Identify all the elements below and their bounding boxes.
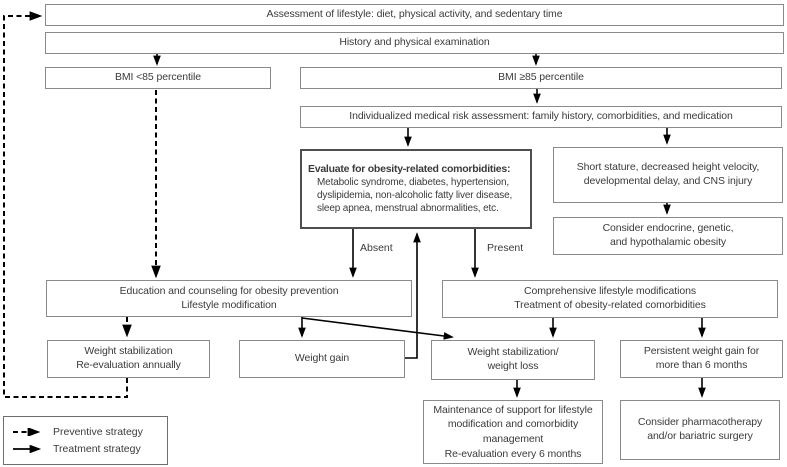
node-weight-stabilization-annual: Weight stabilization Re-evaluation annua… bbox=[47, 340, 210, 378]
node-text: Persistent weight gain for bbox=[643, 345, 760, 358]
node-text: BMI <85 percentile bbox=[114, 71, 202, 84]
node-pharmacotherapy-bariatric: Consider pharmacotherapy and/or bariatri… bbox=[620, 400, 780, 460]
node-weight-gain: Weight gain bbox=[239, 340, 405, 378]
node-individualized-risk-assessment: Individualized medical risk assessment: … bbox=[300, 106, 782, 128]
node-text: Consider endocrine, genetic, bbox=[602, 222, 734, 235]
arrow-education-to-weight-stab-loss bbox=[301, 317, 454, 340]
node-text: History and physical examination bbox=[339, 36, 490, 49]
node-history-physical-exam: History and physical examination bbox=[45, 32, 784, 54]
node-text: Re-evaluation annually bbox=[76, 359, 181, 371]
legend: Preventive strategy Treatment strategy bbox=[3, 416, 168, 465]
node-text: Weight stabilization/ bbox=[467, 346, 559, 359]
node-text: Consider pharmacotherapy bbox=[637, 416, 763, 429]
node-text: Re-evaluation every 6 months bbox=[444, 447, 582, 460]
node-weight-stabilization-loss: Weight stabilization/ weight loss bbox=[431, 340, 595, 380]
solid-arrow-icon bbox=[13, 445, 42, 454]
node-short-stature-cns-injury: Short stature, decreased height velocity… bbox=[553, 147, 783, 203]
node-text: more than 6 months bbox=[655, 359, 748, 371]
node-text: Treatment of obesity-related comorbiditi… bbox=[514, 299, 706, 311]
node-text: Maintenance of support for lifestyle bbox=[433, 403, 593, 416]
node-text: BMI ≥85 percentile bbox=[498, 71, 584, 84]
node-text: sleep apnea, menstrual abnormalities, et… bbox=[317, 203, 499, 215]
node-text: developmental delay, and CNS injury bbox=[583, 175, 753, 187]
node-comprehensive-lifestyle-modifications: Comprehensive lifestyle modifications Tr… bbox=[442, 280, 778, 318]
node-text: Individualized medical risk assessment: … bbox=[349, 110, 733, 123]
node-maintenance-of-support: Maintenance of support for lifestyle mod… bbox=[423, 400, 603, 464]
node-bmi-below-85: BMI <85 percentile bbox=[45, 67, 271, 89]
node-text: Weight stabilization bbox=[84, 345, 173, 358]
legend-item-treatment: Treatment strategy bbox=[12, 443, 159, 455]
node-persistent-weight-gain: Persistent weight gain for more than 6 m… bbox=[620, 340, 783, 378]
legend-label: Treatment strategy bbox=[53, 443, 141, 456]
legend-item-preventive: Preventive strategy bbox=[12, 426, 159, 438]
node-text: Weight gain bbox=[294, 352, 350, 365]
node-text: and/or bariatric surgery bbox=[647, 430, 753, 442]
edge-label-absent: Absent bbox=[358, 242, 395, 254]
node-text: dyslipidemia, non-alcoholic fatty liver … bbox=[317, 190, 513, 202]
node-text: Metabolic syndrome, diabetes, hypertensi… bbox=[317, 177, 509, 189]
node-text: Short stature, decreased height velocity… bbox=[576, 161, 760, 174]
node-text: Comprehensive lifestyle modifications bbox=[524, 285, 696, 298]
node-education-counseling: Education and counseling for obesity pre… bbox=[46, 280, 412, 317]
node-evaluate-comorbidities: Evaluate for obesity-related comorbiditi… bbox=[300, 149, 532, 229]
edge-label-present: Present bbox=[485, 242, 526, 254]
node-consider-endocrine-obesity: Consider endocrine, genetic, and hypotha… bbox=[553, 217, 783, 255]
node-text: modification and comorbidity bbox=[447, 418, 579, 431]
dashed-arrow-icon bbox=[13, 427, 41, 436]
node-bmi-85-or-above: BMI ≥85 percentile bbox=[300, 67, 782, 89]
node-text: Education and counseling for obesity pre… bbox=[119, 284, 339, 297]
node-heading: Evaluate for obesity-related comorbiditi… bbox=[308, 162, 511, 175]
legend-label: Preventive strategy bbox=[53, 425, 143, 438]
node-text: Assessment of lifestyle: diet, physical … bbox=[266, 8, 563, 21]
node-assessment-of-lifestyle: Assessment of lifestyle: diet, physical … bbox=[45, 4, 784, 26]
node-text: Lifestyle modification bbox=[181, 298, 277, 311]
node-text: weight loss bbox=[487, 360, 539, 372]
node-text: management bbox=[482, 433, 544, 445]
node-text: and hypothalamic obesity bbox=[609, 236, 727, 248]
